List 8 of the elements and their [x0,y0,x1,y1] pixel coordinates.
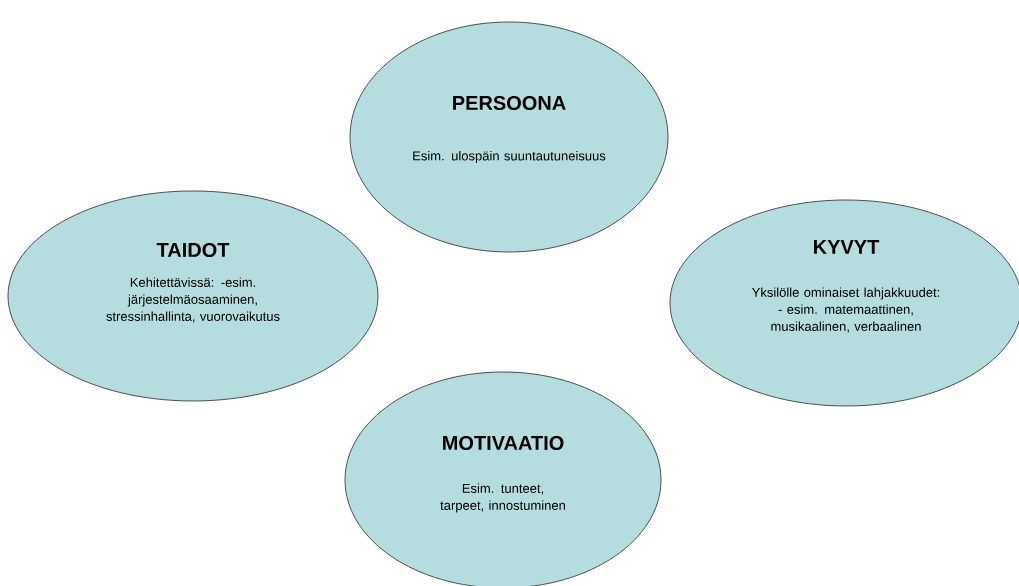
description: Esim. tunteet, tarpeet, innostuminen [440,483,565,513]
heading: TAIDOT [156,242,230,258]
description: Yksilölle ominaiset lahjakkuudet: - esim. matemaattinen, musikaalinen, verbaalinen [752,287,940,333]
heading: KYVYT [814,240,880,254]
description: Kehitettävissä: -esim. järjestelmäosaaminen, stressinhallinta, vuorovaikutus [106,277,280,323]
description: Esim. ulospäin suuntautuneisuus [413,150,606,164]
heading: PERSOONA [453,95,566,111]
heading: MOTIVAATIO [443,435,564,451]
